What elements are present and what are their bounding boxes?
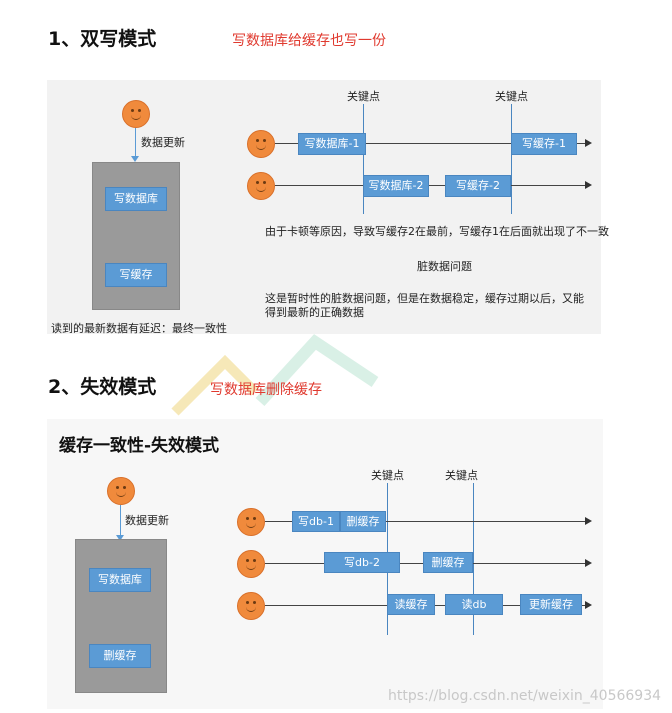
row1-user-icon <box>247 130 275 158</box>
section1-note: 写数据库给缓存也写一份 <box>232 33 386 49</box>
update-arrowhead-icon <box>131 156 139 162</box>
update-arrowhead-icon-2 <box>116 535 124 541</box>
row1-timeline <box>275 143 585 144</box>
row2-arrowhead-icon-2 <box>585 559 592 567</box>
keypoint-label-3: 关键点 <box>371 469 404 482</box>
background-logo-icon <box>171 334 379 416</box>
server-write-cache: 写缓存 <box>105 263 167 287</box>
keypoint-label-1: 关键点 <box>347 90 380 103</box>
update-label: 数据更新 <box>141 136 185 149</box>
dirty-data-label: 脏数据问题 <box>417 260 472 273</box>
server-delete-cache: 删缓存 <box>89 644 151 668</box>
row1-arrowhead-icon <box>585 139 592 147</box>
section2-note: 写数据库删除缓存 <box>210 382 322 398</box>
update-arrow <box>135 128 136 156</box>
invalidate-diagram: 缓存一致性-失效模式 数据更新 写数据库 删缓存 关键点 关键点 写db-1 删… <box>47 419 603 709</box>
keypoint-label-2: 关键点 <box>495 90 528 103</box>
row1-user-icon-2 <box>237 508 265 536</box>
user-face-icon <box>122 100 150 128</box>
row2-delete-cache: 删缓存 <box>423 552 473 573</box>
keypoint-line-2 <box>511 104 512 214</box>
row1-write-db: 写数据库-1 <box>298 133 366 155</box>
row2-timeline <box>275 185 585 186</box>
row3-update-cache: 更新缓存 <box>520 594 582 615</box>
row1-arrowhead-icon-2 <box>585 517 592 525</box>
row3-read-db: 读db <box>445 594 503 615</box>
user-face-icon-2 <box>107 477 135 505</box>
section2-heading: 2、失效模式 <box>48 376 157 398</box>
explain-temporary-2: 得到最新的正确数据 <box>265 306 364 319</box>
row1-write-db-1: 写db-1 <box>292 511 340 532</box>
update-arrow-2 <box>120 505 121 535</box>
row2-arrowhead-icon <box>585 181 592 189</box>
update-label-2: 数据更新 <box>125 514 169 527</box>
server-block-2: 写数据库 删缓存 <box>75 539 167 693</box>
panel-title: 缓存一致性-失效模式 <box>59 436 220 456</box>
section1-footer: 读到的最新数据有延迟：最终一致性 <box>51 322 227 335</box>
row2-user-icon-2 <box>237 550 265 578</box>
section1-heading: 1、双写模式 <box>48 28 157 50</box>
row2-write-db-2: 写db-2 <box>324 552 400 573</box>
row1-timeline-2 <box>265 521 585 522</box>
row1-write-cache: 写缓存-1 <box>511 133 577 155</box>
row3-arrowhead-icon <box>585 601 592 609</box>
row2-write-cache: 写缓存-2 <box>445 175 511 197</box>
row2-write-db: 写数据库-2 <box>363 175 429 197</box>
row2-user-icon <box>247 172 275 200</box>
row1-delete-cache: 删缓存 <box>340 511 386 532</box>
row3-user-icon <box>237 592 265 620</box>
source-watermark: https://blog.csdn.net/weixin_40566934 <box>388 688 662 704</box>
server-block: 写数据库 写缓存 <box>92 162 180 310</box>
explain-inconsistency: 由于卡顿等原因，导致写缓存2在最前，写缓存1在后面就出现了不一致 <box>265 225 609 238</box>
keypoint-line-4 <box>473 483 474 635</box>
keypoint-label-4: 关键点 <box>445 469 478 482</box>
explain-temporary-1: 这是暂时性的脏数据问题，但是在数据稳定，缓存过期以后，又能 <box>265 292 584 305</box>
server-write-db: 写数据库 <box>105 187 167 211</box>
row3-read-cache: 读缓存 <box>387 594 435 615</box>
double-write-diagram: 数据更新 写数据库 写缓存 读到的最新数据有延迟：最终一致性 关键点 关键点 写… <box>47 80 609 335</box>
keypoint-line-1 <box>363 104 364 214</box>
server-write-db-2: 写数据库 <box>89 568 151 592</box>
